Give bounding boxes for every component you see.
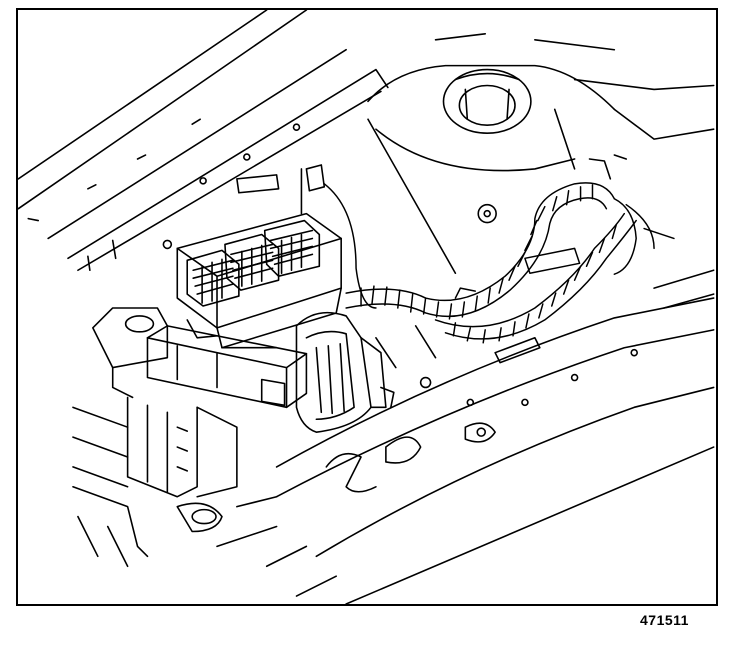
relay-center-fuse-box	[176, 164, 342, 349]
strut-tower	[367, 33, 715, 275]
air-duct-housing	[295, 311, 395, 433]
figure-number: 471511	[640, 612, 689, 628]
hood-panel	[18, 10, 389, 272]
wiring-harness	[323, 182, 675, 344]
fender-inner-panel	[216, 269, 715, 604]
illustration-frame	[16, 8, 718, 606]
engine-compartment-illustration	[18, 10, 715, 604]
body-frame-rail	[72, 307, 308, 568]
